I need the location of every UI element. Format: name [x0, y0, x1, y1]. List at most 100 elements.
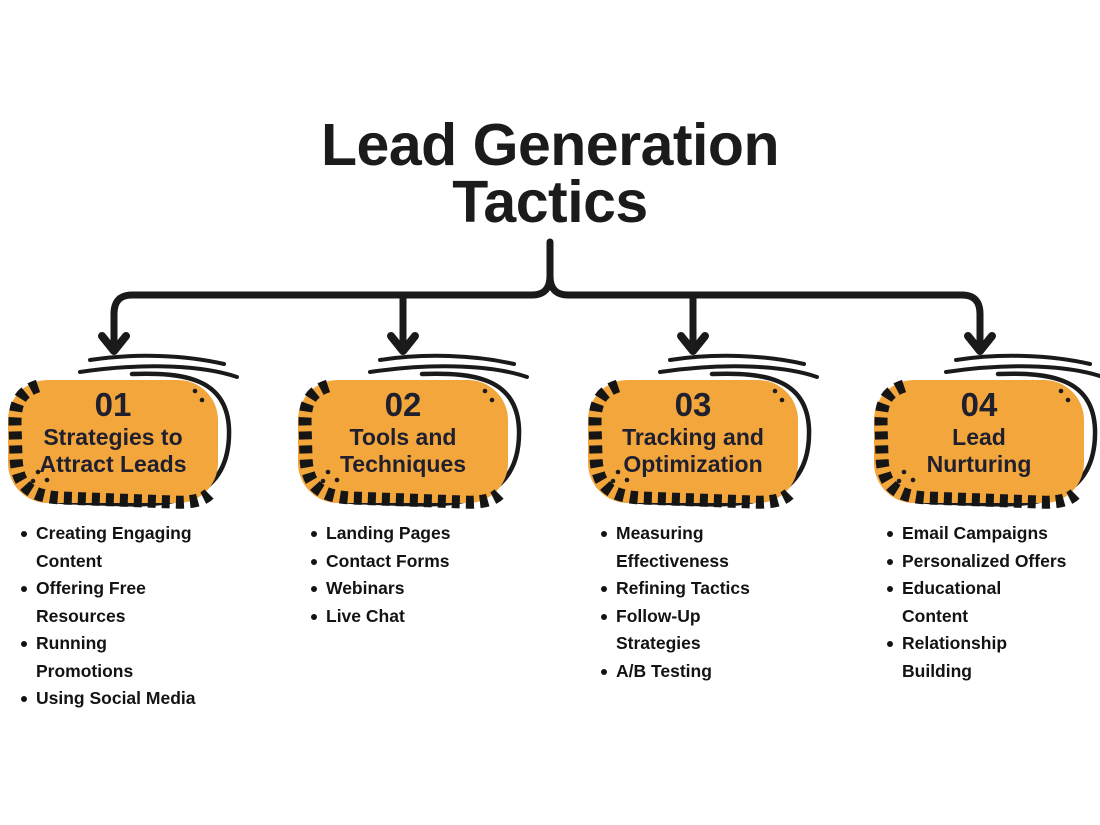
- bullet-dot: [601, 531, 607, 537]
- card-label: 04 Lead Nurturing: [874, 386, 1084, 477]
- dot-decoration: [35, 469, 41, 475]
- squiggle-line-icon: [368, 364, 529, 379]
- arrow-down-icon: [387, 332, 419, 355]
- list-item-text: Live Chat: [326, 605, 405, 626]
- list-item: Landing Pages: [311, 520, 540, 548]
- bullet-dot: [21, 586, 27, 592]
- dot-decoration: [772, 388, 778, 394]
- squiggle-line-icon: [88, 353, 226, 366]
- dot-decoration: [334, 477, 340, 483]
- dot-decoration: [44, 477, 50, 483]
- connector-branch-left: [110, 238, 554, 345]
- squiggle-line-icon: [944, 364, 1100, 379]
- list-item-text: Creating Engaging Content: [36, 523, 192, 571]
- list-item: Live Chat: [311, 603, 540, 631]
- doodle-box-icon: [874, 353, 1100, 509]
- dot-decoration: [901, 469, 907, 475]
- box-fill: [298, 380, 508, 503]
- bullet-dot: [21, 696, 27, 702]
- list-item-text: Measuring Effectiveness: [616, 523, 729, 571]
- arrow-down-icon: [98, 332, 130, 355]
- connector-lines: [98, 238, 996, 355]
- doodle-box: [0, 353, 240, 518]
- card-title: Lead Nurturing: [926, 424, 1032, 477]
- list-item: Offering Free Resources: [21, 575, 250, 630]
- hatched-band-icon: [298, 379, 504, 509]
- dot-decoration: [896, 478, 902, 484]
- connector-branch-right: [546, 272, 984, 345]
- list-item: Personalized Offers: [887, 548, 1100, 576]
- list-item: Running Promotions: [21, 630, 250, 685]
- doodle-box-icon: [298, 353, 529, 509]
- dot-decoration: [30, 478, 36, 484]
- bullet-dot: [887, 641, 893, 647]
- page-title: Lead Generation Tactics: [320, 112, 780, 235]
- bullet-dot: [601, 668, 607, 675]
- tactic-card: 01 Strategies to Attract Leads: [0, 353, 240, 518]
- bullet-dot: [21, 641, 27, 647]
- dot-decoration: [615, 469, 621, 475]
- bullet-dot: [21, 531, 27, 537]
- list-item-text: Relationship Building: [902, 633, 1008, 681]
- list-item: A/B Testing: [601, 658, 830, 686]
- dot-decoration: [1065, 397, 1071, 403]
- bullet-dot: [601, 613, 607, 620]
- bullet-dot: [311, 613, 317, 620]
- dot-decoration: [320, 478, 326, 484]
- list-item: Webinars: [311, 575, 540, 603]
- box-fill: [8, 380, 218, 503]
- doodle-box: [290, 353, 530, 518]
- box-fill: [874, 380, 1084, 503]
- dot-decoration: [1058, 388, 1064, 394]
- bullet-dot: [601, 586, 607, 592]
- arrow-down-icon: [964, 332, 996, 355]
- bullet-dot: [887, 586, 893, 592]
- list-item: Using Social Media: [21, 685, 250, 713]
- card-number: 03: [674, 386, 712, 423]
- list-item: Email Campaigns: [887, 520, 1100, 548]
- bullet-dot: [311, 558, 317, 565]
- bullet-dot: [311, 586, 317, 592]
- card-label: 02 Tools and Techniques: [298, 386, 508, 477]
- list-item: Educational Content: [887, 575, 1100, 630]
- squiggle-line-icon: [668, 353, 806, 366]
- dot-decoration: [192, 388, 198, 394]
- tactic-card: 04 Lead Nurturing: [866, 353, 1100, 518]
- card-number: 01: [94, 386, 132, 423]
- dot-decoration: [325, 469, 331, 475]
- card-number: 02: [384, 386, 422, 423]
- doodle-box: [866, 353, 1100, 518]
- tactic-column-03: 03 Tracking and Optimization Measuring E…: [580, 353, 830, 685]
- card-title: Tracking and Optimization: [622, 424, 764, 477]
- card-label: 03 Tracking and Optimization: [588, 386, 798, 477]
- squiggle-line-icon: [378, 353, 516, 366]
- list-item-text: Follow-Up Strategies: [616, 605, 701, 654]
- doodle-box: [580, 353, 820, 518]
- list-item-text: Running Promotions: [36, 633, 134, 681]
- list-item: Measuring Effectiveness: [601, 520, 830, 575]
- list-item: Relationship Building: [887, 630, 1100, 685]
- list-item: Creating Engaging Content: [21, 520, 250, 575]
- squiggle-line-icon: [78, 364, 239, 379]
- bullet-dot: [311, 531, 317, 537]
- list-item-text: Offering Free Resources: [36, 578, 146, 626]
- tactic-column-01: 01 Strategies to Attract Leads Creating …: [0, 353, 250, 713]
- dot-decoration: [610, 478, 616, 484]
- hatched-band-icon: [8, 379, 214, 509]
- list-item-text: Refining Tactics: [616, 578, 750, 598]
- doodle-box-icon: [588, 353, 819, 509]
- bullet-dot: [887, 558, 893, 565]
- dot-decoration: [624, 477, 630, 483]
- tactic-card: 02 Tools and Techniques: [290, 353, 530, 518]
- card-label: 01 Strategies to Attract Leads: [8, 386, 218, 477]
- list-item: Refining Tactics: [601, 575, 830, 603]
- list-item-text: Landing Pages: [326, 523, 451, 543]
- dot-decoration: [489, 397, 495, 403]
- list-item-text: A/B Testing: [616, 660, 712, 681]
- list-item-text: Email Campaigns: [902, 523, 1048, 543]
